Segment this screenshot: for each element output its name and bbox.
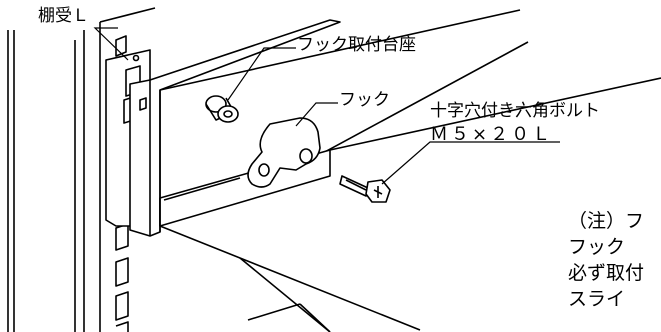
hook-spacer <box>205 95 239 123</box>
lower-rail <box>247 303 301 321</box>
note-line-1: （注）フ <box>568 210 645 232</box>
leader-tanauke <box>93 27 129 61</box>
label-hook-mount: フック取付台座 <box>297 35 416 55</box>
panel-notch <box>139 97 147 111</box>
note-line-3: 必ず取付 <box>568 262 645 284</box>
lower-brace <box>159 225 421 331</box>
label-hook: フック <box>339 90 390 110</box>
hook-hole-2 <box>258 163 270 177</box>
label-shelf-bracket: 棚受Ｌ <box>38 6 89 26</box>
leader-hook <box>295 102 338 127</box>
hook-hole <box>299 148 313 164</box>
lower-rail-end <box>299 303 331 332</box>
note-line-4: スライ <box>568 288 626 310</box>
panel-top-edge <box>159 9 521 91</box>
note-text: （注）フ フック 必ず取付 スライ <box>568 208 644 312</box>
leader-bolt <box>381 141 560 185</box>
label-bolt-size: Ｍ５×２０Ｌ <box>430 124 554 145</box>
leader-zaza <box>227 47 296 101</box>
bracket-hole <box>132 54 140 62</box>
upright-post-top <box>99 7 156 23</box>
tube-beam-highlight <box>163 177 241 201</box>
label-bolt: 十字穴付き六角ボルト <box>430 101 600 121</box>
tube-beam-top-line <box>329 77 661 151</box>
hook-plate <box>247 117 321 188</box>
hex-bolt <box>339 175 391 203</box>
lower-brace-2 <box>239 257 331 332</box>
note-line-2: フック <box>568 236 626 258</box>
